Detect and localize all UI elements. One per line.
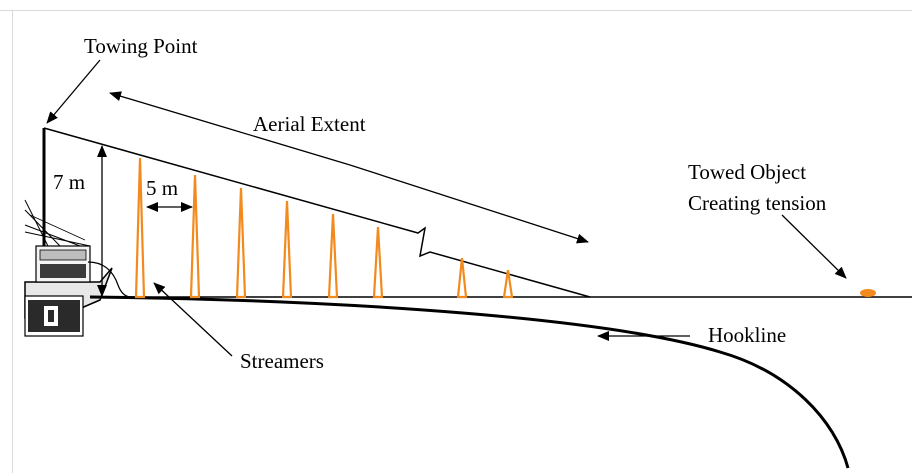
towed-object-label-line1: Towed Object bbox=[688, 160, 807, 184]
aerial-line bbox=[43, 127, 591, 298]
streamers-group bbox=[134, 157, 514, 299]
streamer bbox=[235, 187, 247, 299]
aerial-extent-label: Aerial Extent bbox=[253, 112, 366, 136]
streamer bbox=[281, 200, 293, 299]
streamer bbox=[327, 213, 339, 299]
streamer bbox=[502, 269, 514, 299]
aerial-extent-arrow-forward bbox=[349, 164, 589, 244]
towing-point-label: Towing Point bbox=[84, 34, 198, 58]
streamer bbox=[456, 257, 468, 299]
frame-top-border bbox=[0, 10, 912, 11]
streamer bbox=[372, 226, 384, 299]
hookline-curve bbox=[89, 295, 850, 469]
frame-left-border bbox=[12, 10, 13, 473]
towed-object-arrow bbox=[781, 214, 847, 279]
fishing-vessel bbox=[24, 199, 131, 337]
streamers-label: Streamers bbox=[240, 349, 324, 373]
spacing-label: 5 m bbox=[146, 176, 179, 200]
towed-object-label-line2: Creating tension bbox=[688, 191, 827, 215]
towing-point-arrow bbox=[46, 59, 101, 124]
towed-object bbox=[860, 289, 876, 297]
aerial-extent-arrow-back bbox=[109, 91, 351, 166]
streamer bbox=[134, 157, 146, 299]
streamer bbox=[189, 174, 201, 299]
hookline-label: Hookline bbox=[708, 323, 787, 347]
streamers-arrow bbox=[153, 282, 233, 357]
height-label: 7 m bbox=[53, 170, 86, 194]
